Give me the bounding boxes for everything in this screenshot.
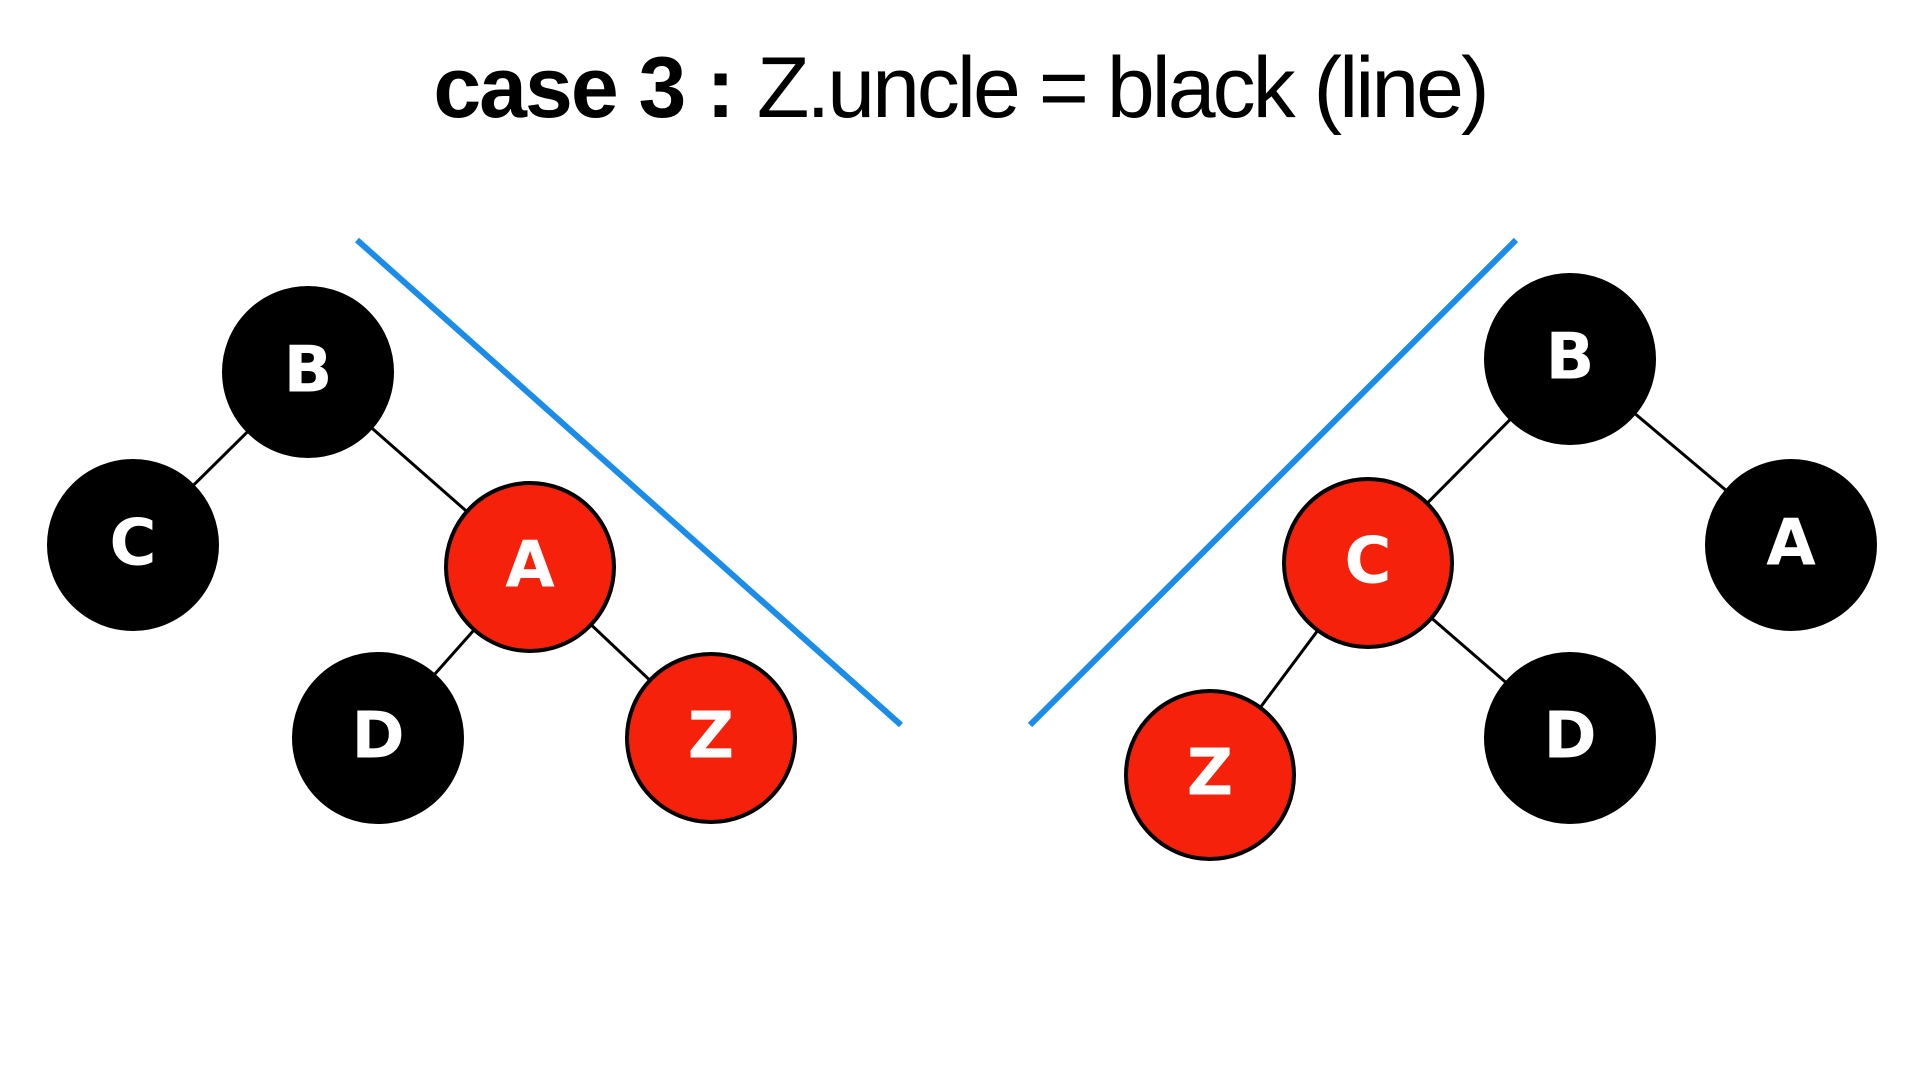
left-node-z-label: Z [688,700,734,774]
left-tree-nodes: B C A D Z [47,286,797,824]
right-node-a-label: A [1766,507,1816,581]
left-node-c: C [47,459,219,631]
page-title: case 3 : Z.uncle = black (line) [0,38,1920,138]
left-node-c-label: C [110,507,157,581]
right-node-z: Z [1124,689,1296,861]
left-node-d: D [292,652,464,824]
left-node-d-label: D [351,700,404,774]
left-node-a-label: A [505,529,555,603]
left-node-b: B [222,286,394,458]
title-condition: Z.uncle = black (line) [756,40,1490,136]
right-node-b-label: B [1546,321,1595,395]
left-node-z: Z [625,652,797,824]
right-node-b: B [1484,273,1656,445]
left-guide-line [355,237,903,728]
right-node-a: A [1705,459,1877,631]
right-node-c-label: C [1345,525,1392,599]
title-case-label: case 3 : [433,40,735,136]
right-guide-line [1027,237,1519,728]
right-node-c: C [1282,477,1454,649]
right-node-d-label: D [1543,700,1596,774]
right-node-z-label: Z [1187,737,1233,811]
right-tree-nodes: B C A Z D [1124,273,1877,861]
right-node-d: D [1484,652,1656,824]
left-node-b-label: B [284,334,333,408]
left-node-a: A [444,481,616,653]
